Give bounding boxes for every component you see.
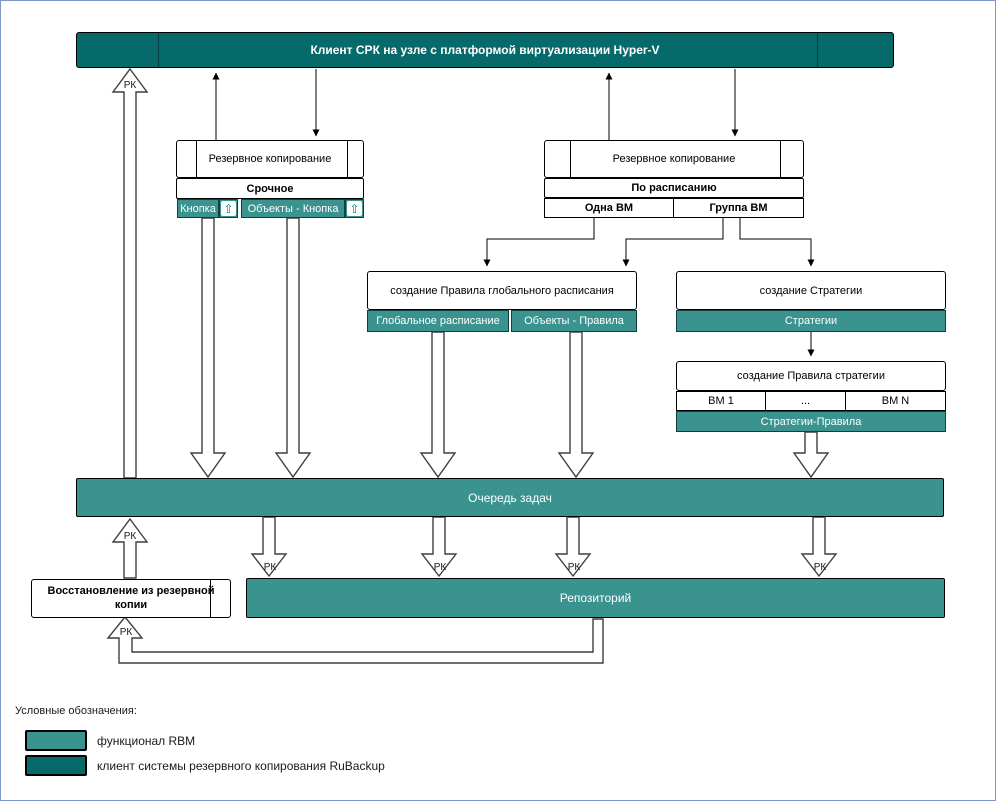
restore-box: Восстановление из резервной копии [31, 579, 231, 618]
strategy-box: создание Стратегии [676, 271, 946, 310]
client-bar-divider-left [158, 33, 159, 67]
button-tab-label: Кнопка [180, 202, 216, 215]
scheduled-header-divider-right [780, 141, 781, 177]
scheduled-backup-title: Резервное копирование [612, 153, 736, 165]
client-bar-divider-right [817, 33, 818, 67]
global-rule-box: создание Правила глобального расписания [367, 271, 637, 310]
objects-button-upload-cell: ⇧ [345, 199, 364, 218]
scheduled-mode-row: По расписанию [544, 178, 804, 198]
flow-rk-repo-to-restore [106, 615, 604, 664]
arrow-vm-group-to-strategy [739, 218, 815, 267]
immediate-backup-title: Резервное копирование [208, 153, 332, 165]
rk-label: РК [120, 627, 133, 638]
strategies-tab-label: Стратегии [784, 315, 838, 327]
rk-label: РК [814, 562, 827, 573]
flow-rule-objects-to-queue [557, 331, 595, 479]
flow-rk-queue-to-repo-3 [554, 516, 592, 578]
strategy-rule-title: создание Правила стратегии [737, 370, 885, 382]
rk-label: РК [568, 562, 581, 573]
client-node-bar: Клиент СРК на узле с платформой виртуали… [76, 32, 894, 68]
vmN-cell: ВМ N [845, 391, 946, 411]
global-rule-title: создание Правила глобального расписания [390, 284, 614, 297]
rule-objects-tab: Объекты - Правила [511, 310, 637, 332]
flow-global-schedule-to-queue [419, 331, 457, 479]
restore-label: Восстановление из резервной копии [47, 584, 215, 611]
task-queue-label: Очередь задач [468, 490, 552, 505]
restore-divider [210, 580, 211, 617]
repository-label: Репозиторий [559, 591, 632, 605]
legend-title: Условные обозначения: [15, 705, 137, 717]
flow-strategy-rule-to-queue [792, 431, 830, 479]
vm1-label: ВМ 1 [708, 395, 734, 407]
flow-rk-queue-to-repo-4 [800, 516, 838, 578]
immediate-mode-row: Срочное [176, 178, 364, 199]
rk-label: РК [124, 80, 137, 91]
client-node-title: Клиент СРК на узле с платформой виртуали… [310, 43, 660, 57]
rk-label: РК [264, 562, 277, 573]
legend-swatch-client [25, 755, 87, 776]
flow-button-to-queue [189, 217, 227, 479]
rk-label: РК [434, 562, 447, 573]
repository-bar: Репозиторий [246, 578, 945, 618]
global-schedule-tab: Глобальное расписание [367, 310, 509, 332]
scheduled-mode-label: По расписанию [631, 182, 717, 194]
strategy-title: создание Стратегии [759, 284, 863, 297]
immediate-header-divider-left [196, 141, 197, 177]
strategies-rules-tab-label: Стратегии-Правила [760, 415, 862, 428]
arrow-single-vm-to-global-rule [483, 218, 595, 267]
scheduled-backup-header: Резервное копирование [544, 140, 804, 178]
immediate-backup-header: Резервное копирование [176, 140, 364, 178]
rk-label: РК [124, 531, 137, 542]
vm-dots-label: ... [800, 395, 811, 407]
button-tab: Кнопка [177, 199, 219, 218]
global-schedule-tab-label: Глобальное расписание [376, 315, 500, 327]
vm1-cell: ВМ 1 [676, 391, 766, 411]
flow-rk-queue-to-repo-1 [250, 516, 288, 578]
legend-label-client: клиент системы резервного копирования Ru… [97, 759, 385, 773]
legend-label-rbm: функционал RBM [97, 734, 196, 748]
up-arrow-icon: ⇧ [347, 201, 362, 216]
single-vm-label: Одна ВМ [584, 202, 634, 214]
objects-button-tab: Объекты - Кнопка [241, 199, 345, 218]
flow-objects-button-to-queue [274, 217, 312, 479]
flow-rk-restore-to-queue [111, 517, 149, 579]
objects-button-tab-label: Объекты - Кнопка [247, 202, 339, 215]
rule-objects-tab-label: Объекты - Правила [524, 315, 624, 327]
vm-dots-cell: ... [765, 391, 846, 411]
immediate-mode-label: Срочное [246, 182, 294, 195]
up-arrow-icon: ⇧ [221, 201, 236, 216]
button-upload-cell: ⇧ [219, 199, 238, 218]
vm-group-cell: Группа ВМ [673, 198, 804, 218]
strategies-tab: Стратегии [676, 310, 946, 332]
vmN-label: ВМ N [881, 395, 910, 407]
flow-rk-queue-to-client [111, 67, 149, 479]
legend-swatch-rbm [25, 730, 87, 751]
arrow-vm-group-to-global-rule [622, 218, 724, 267]
single-vm-cell: Одна ВМ [544, 198, 674, 218]
flow-rk-queue-to-repo-2 [420, 516, 458, 578]
strategies-rules-tab: Стратегии-Правила [676, 411, 946, 432]
vm-group-label: Группа ВМ [709, 202, 768, 214]
immediate-header-divider-right [347, 141, 348, 177]
scheduled-header-divider-left [570, 141, 571, 177]
task-queue-bar: Очередь задач [76, 478, 944, 517]
strategy-rule-box: создание Правила стратегии [676, 361, 946, 391]
